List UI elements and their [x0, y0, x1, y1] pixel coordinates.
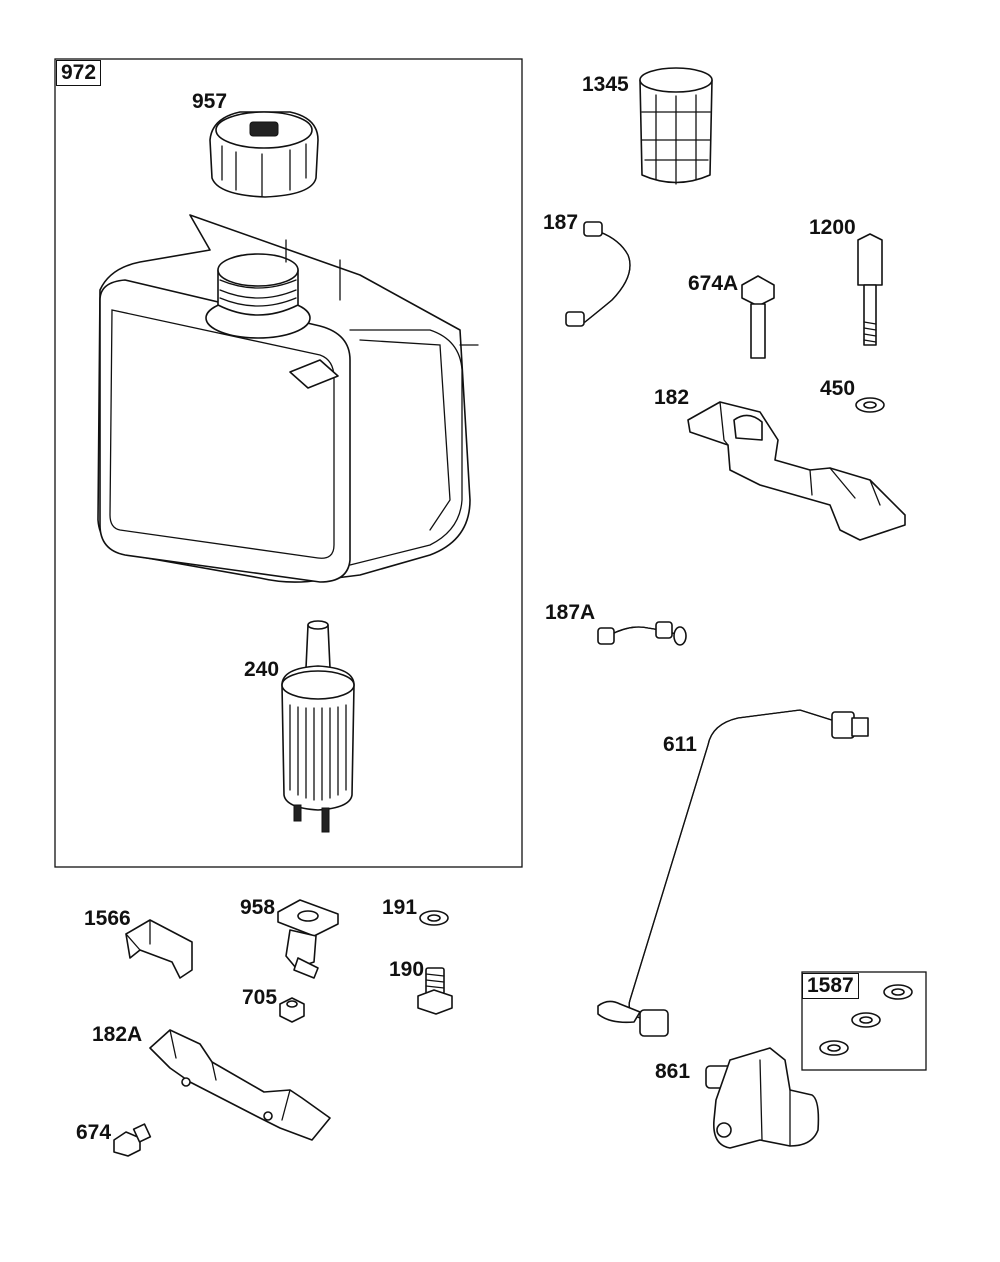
- fuel-cap-957: [209, 111, 319, 198]
- label-450: 450: [820, 377, 856, 400]
- label-187A: 187A: [545, 601, 596, 624]
- fuel-screen-1345: [639, 67, 713, 185]
- fuel-line-187: [565, 221, 631, 327]
- label-958: 958: [240, 896, 276, 919]
- label-187: 187: [543, 211, 579, 234]
- label-674: 674: [76, 1121, 112, 1144]
- kit-frame-1587: [801, 971, 927, 1071]
- washer-450: [855, 397, 885, 413]
- label-972: 972: [56, 60, 102, 86]
- label-240: 240: [244, 658, 280, 681]
- fuel-pipe-611: [597, 709, 869, 1037]
- stud-1200: [857, 233, 883, 346]
- bracket-182A: [149, 1029, 331, 1141]
- label-1566: 1566: [84, 907, 131, 930]
- label-1200: 1200: [809, 216, 856, 239]
- label-957: 957: [192, 90, 228, 113]
- label-674A: 674A: [688, 272, 739, 295]
- label-705: 705: [242, 986, 278, 1009]
- washers-1587: [819, 984, 913, 1056]
- hose-187A: [597, 621, 687, 646]
- label-182: 182: [654, 386, 690, 409]
- nut-705: [279, 997, 305, 1023]
- fuel-tank: [97, 214, 479, 583]
- bolt-674: [113, 1123, 152, 1157]
- valve-861: [705, 1047, 820, 1149]
- clip-1566: [125, 919, 193, 979]
- label-190: 190: [389, 958, 425, 981]
- kit-frame-972: [54, 58, 523, 868]
- bracket-182: [687, 401, 906, 541]
- label-191: 191: [382, 896, 418, 919]
- label-861: 861: [655, 1060, 691, 1083]
- label-1587: 1587: [802, 973, 859, 999]
- bolt-674A: [741, 275, 775, 359]
- drain-plug-190: [417, 967, 453, 1015]
- washer-191: [419, 910, 449, 926]
- label-1345: 1345: [582, 73, 629, 96]
- fuel-filter-240: [281, 620, 355, 833]
- label-611: 611: [663, 733, 697, 756]
- fuel-valve-958: [277, 899, 339, 979]
- label-182A: 182A: [92, 1023, 143, 1046]
